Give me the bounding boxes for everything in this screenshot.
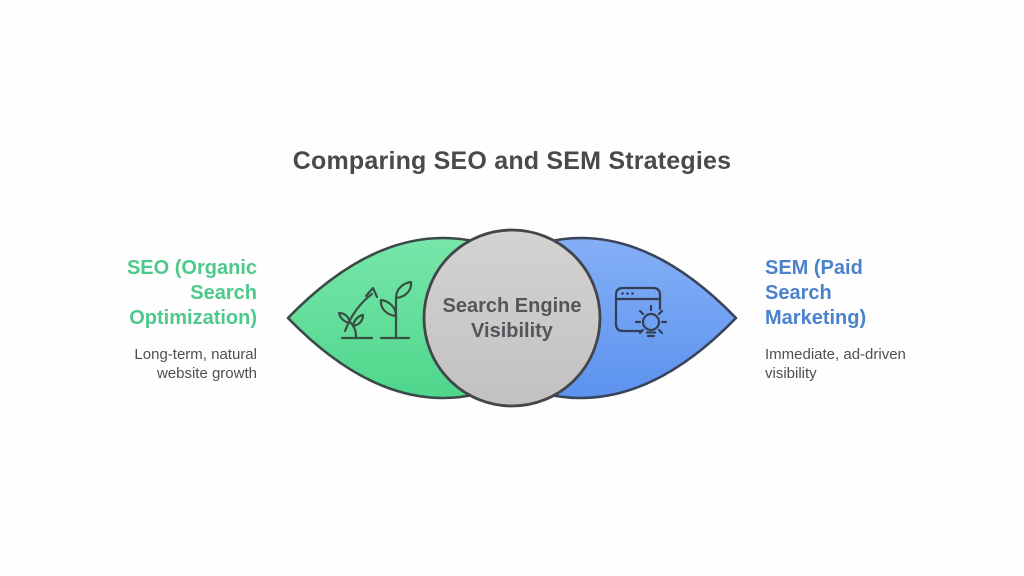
seo-description: Long-term, natural website growth [134,346,257,382]
overlap-circle [422,228,602,408]
browser-idea-icon [614,286,668,338]
seo-heading: SEO (Organic Search Optimization) [126,257,257,329]
page-title: Comparing SEO and SEM Strategies [292,147,732,175]
center-label: Search Engine Visibility [442,295,582,342]
sem-description: Immediate, ad-driven visibility [765,346,906,382]
sem-heading: SEM (Paid Search Marketing) [765,257,867,329]
plant-growth-icon [337,280,413,340]
